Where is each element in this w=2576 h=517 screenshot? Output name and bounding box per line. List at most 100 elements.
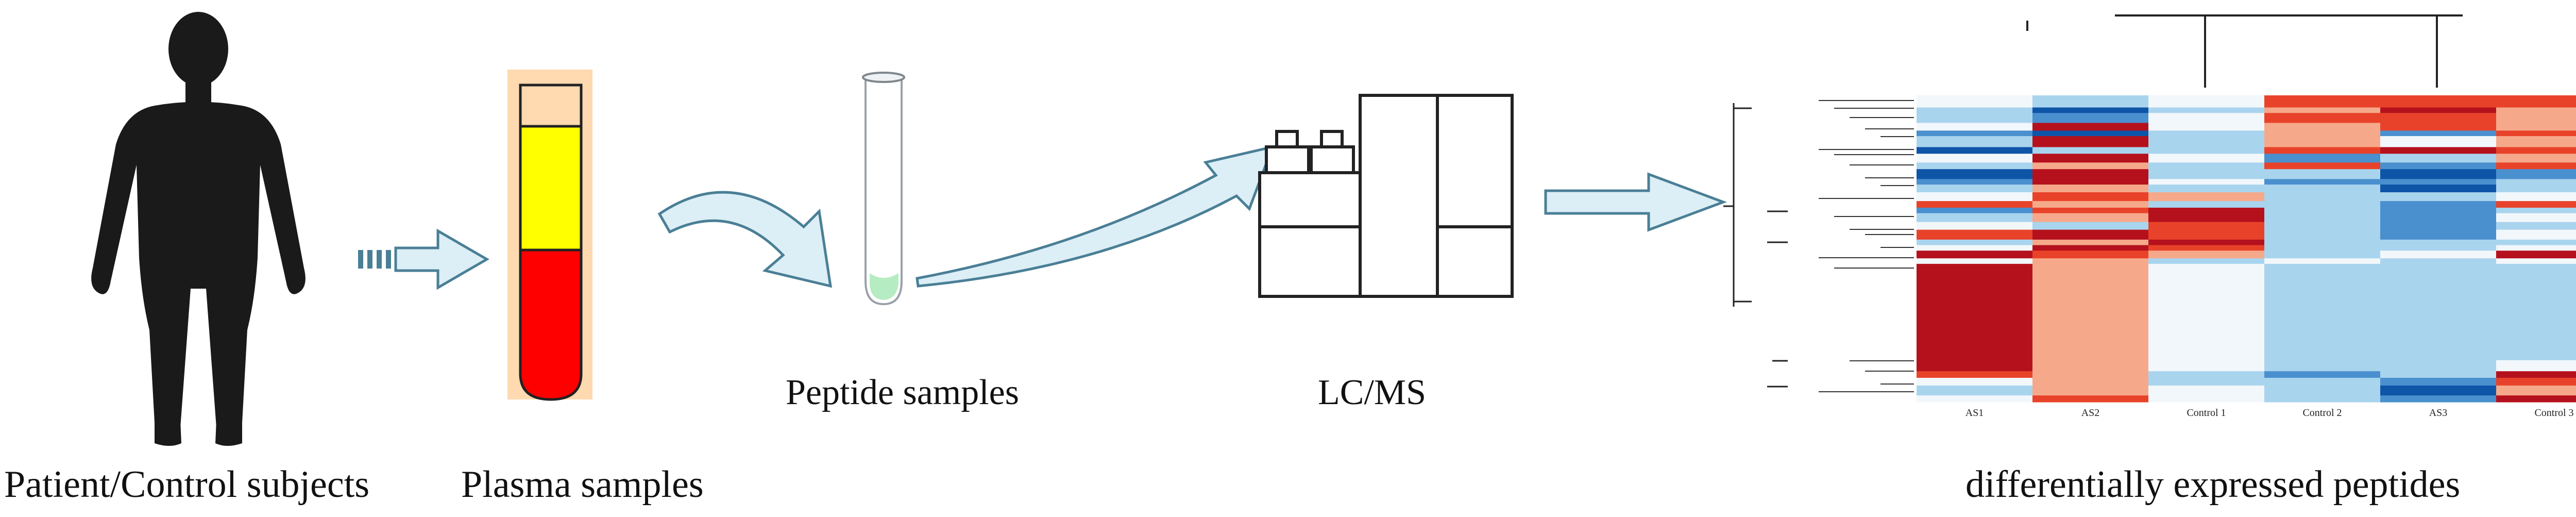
heatmap-cell: [1917, 371, 2033, 378]
heatmap-cell: [2148, 154, 2265, 163]
heatmap-cell: [2264, 185, 2381, 193]
heatmap-cell: [2032, 377, 2149, 386]
heatmap-cell: [1917, 123, 2033, 131]
heatmap-cell: [1917, 154, 2033, 163]
heatmap-cell: [2264, 371, 2381, 378]
heatmap-cell: [2032, 360, 2149, 372]
heatmap-cell: [2380, 229, 2497, 240]
heatmap-cell: [2148, 169, 2265, 179]
heatmap-cell: [2380, 95, 2497, 108]
heatmap-cell: [2496, 130, 2576, 137]
heatmap-column-label: Control 2: [2302, 407, 2342, 419]
heatmap-cell: [2264, 360, 2381, 372]
heatmap-cell: [1917, 185, 2033, 193]
heatmap-cell: [1917, 229, 2033, 240]
heatmap-cell: [2496, 251, 2576, 259]
heatmap-cell: [2264, 245, 2381, 251]
heatmap-cell: [1917, 207, 2033, 214]
heatmap-cell: [2496, 162, 2576, 170]
heatmap-cell: [2264, 239, 2381, 246]
heatmap-cell: [1917, 263, 2033, 361]
heatmap-cell: [2380, 123, 2497, 131]
heatmap-cell: [2380, 162, 2497, 170]
arrow-to-plasma: [358, 228, 489, 290]
heatmap-cell: [2264, 222, 2381, 230]
heatmap-cell: [2496, 213, 2576, 223]
heatmap-cell: [2264, 162, 2381, 170]
heatmap-cell: [2380, 192, 2497, 202]
heatmap-cell: [2380, 169, 2497, 179]
heatmap-cell: [2032, 251, 2149, 259]
heatmap-cell: [2380, 185, 2497, 193]
heatmap-cell: [2264, 107, 2381, 113]
heatmap-cell: [2032, 258, 2149, 264]
heatmap-cell: [2496, 136, 2576, 147]
heatmap-cell: [2496, 222, 2576, 230]
heatmap-column-label: Control 3: [2534, 407, 2574, 419]
heatmap-cell: [2148, 136, 2265, 147]
heatmap-cell: [2380, 385, 2497, 396]
heatmap-cell: [2264, 263, 2381, 361]
heatmap-cell: [2148, 258, 2265, 264]
heatmap-cell: [2496, 147, 2576, 154]
heatmap-cell: [2380, 136, 2497, 147]
heatmap-column-label: AS2: [2081, 407, 2100, 419]
heatmap-cell: [2496, 185, 2576, 193]
heatmap-cell: [2496, 258, 2576, 264]
heatmap-cell: [2148, 251, 2265, 259]
heatmap-column-label: AS3: [2429, 407, 2448, 419]
heatmap-cell: [2148, 123, 2265, 131]
heatmap-cell: [1917, 179, 2033, 185]
label-lcms: LC/MS: [1318, 373, 1427, 412]
heatmap-cell: [2032, 371, 2149, 378]
heatmap-cell: [2032, 136, 2149, 147]
heatmap-cell: [2264, 136, 2381, 147]
heatmap-cell: [2032, 123, 2149, 131]
heatmap-cell: [2148, 371, 2265, 378]
heatmap-cell: [2148, 207, 2265, 214]
heatmap-cell: [2264, 123, 2381, 131]
heatmap-cell: [2032, 113, 2149, 123]
heatmap-cell: [2148, 245, 2265, 251]
heatmap: [1723, 14, 2576, 403]
heatmap-cell: [2496, 169, 2576, 179]
heatmap-cell: [2380, 113, 2497, 123]
heatmap-cell: [2264, 201, 2381, 208]
heatmap-cell: [2032, 179, 2149, 185]
heatmap-cell: [2380, 263, 2497, 361]
heatmap-cell: [1917, 245, 2033, 251]
heatmap-cell: [1917, 222, 2033, 230]
heatmap-cell: [2148, 213, 2265, 223]
heatmap-cell: [2032, 162, 2149, 170]
human-silhouette-icon: [91, 12, 306, 446]
label-peptide: Peptide samples: [786, 373, 1019, 412]
heatmap-cell: [1917, 251, 2033, 259]
arrow-to-peptide: [657, 191, 833, 288]
heatmap-cell: [2496, 107, 2576, 113]
heatmap-cell: [2148, 222, 2265, 230]
heatmap-cell: [1917, 385, 2033, 396]
heatmap-cell: [2032, 395, 2149, 403]
heatmap-cell: [2032, 229, 2149, 240]
heatmap-cell: [2032, 263, 2149, 361]
heatmap-cell: [2380, 377, 2497, 386]
heatmap-cell: [2148, 130, 2265, 137]
heatmap-cell: [2496, 263, 2576, 361]
heatmap-cell: [2264, 377, 2381, 386]
heatmap-cell: [2264, 192, 2381, 202]
heatmap-cell: [2264, 154, 2381, 163]
heatmap-cell: [2264, 385, 2381, 396]
heatmap-cell: [2380, 251, 2497, 259]
arrow-to-heatmap: [1544, 172, 1727, 232]
heatmap-cell: [2148, 360, 2265, 372]
heatmap-cell: [2148, 95, 2265, 108]
heatmap-cell: [2380, 360, 2497, 372]
heatmap-cell: [1917, 136, 2033, 147]
row-dendrogram: [1723, 103, 1788, 388]
heatmap-cell: [2264, 251, 2381, 259]
heatmap-cell: [2032, 192, 2149, 202]
heatmap-cell: [2032, 207, 2149, 214]
heatmap-cell: [2032, 201, 2149, 208]
heatmap-cell: [2380, 201, 2497, 208]
